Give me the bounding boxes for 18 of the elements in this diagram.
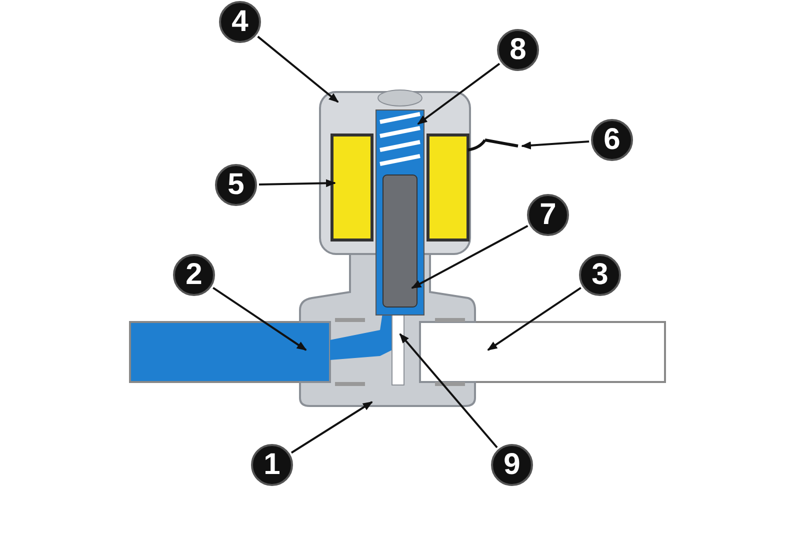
callout-number: 9 <box>491 444 533 486</box>
callout-number: 5 <box>215 164 257 206</box>
leader-line <box>258 179 336 188</box>
callout-number: 6 <box>591 119 633 161</box>
leader-line <box>521 140 590 150</box>
leader-line <box>399 333 498 448</box>
callout-number: 4 <box>219 1 261 43</box>
leader-line <box>417 62 500 125</box>
leader-line <box>411 225 528 289</box>
callout-number: 8 <box>497 29 539 71</box>
callout-number: 1 <box>251 444 293 486</box>
callout-number: 3 <box>579 254 621 296</box>
leader-line <box>487 286 582 351</box>
leader-line <box>290 401 373 454</box>
leader-line <box>257 36 339 103</box>
callout-number: 7 <box>527 194 569 236</box>
callout-number: 2 <box>173 254 215 296</box>
leader-line <box>212 286 307 351</box>
